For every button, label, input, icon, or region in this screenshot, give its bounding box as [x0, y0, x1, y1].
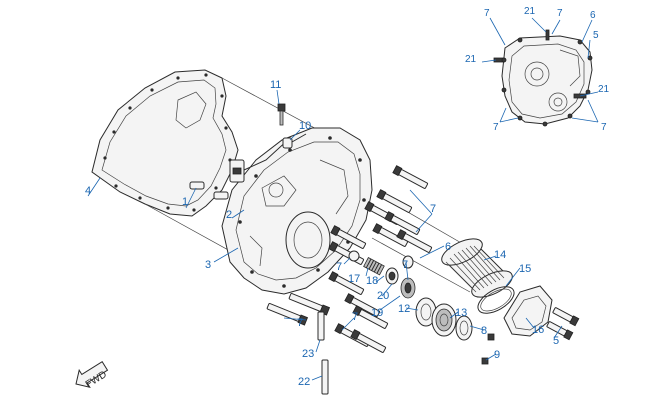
callout-16: 16: [532, 324, 544, 336]
leader-lines: [87, 89, 563, 381]
small-bolts: [481, 333, 495, 365]
inset-leaders: [481, 17, 599, 123]
callout-14: 14: [494, 249, 506, 261]
callout-9: 9: [494, 349, 500, 361]
callout-18: 18: [366, 275, 378, 287]
callout-7-a: 7: [430, 203, 436, 215]
callout-7-b: 7: [336, 261, 342, 273]
callout-5: 5: [553, 335, 559, 347]
callout-5-inset: 5: [593, 30, 599, 41]
callout-labels: 7 21 7 6 5 21 21 7 7 11 10 4 1 2 3 7 6 1…: [85, 6, 610, 388]
callout-23: 23: [302, 348, 314, 360]
callout-12: 12: [398, 303, 410, 315]
callout-13: 13: [455, 307, 467, 319]
cover-bolts-left: [266, 293, 331, 395]
callout-1: 1: [182, 196, 188, 208]
callout-11: 11: [270, 79, 281, 91]
callout-15: 15: [519, 263, 531, 275]
callout-7-inset-d: 7: [601, 122, 607, 133]
callout-10: 10: [299, 120, 311, 132]
callout-7-d: 7: [297, 317, 303, 329]
callout-3: 3: [205, 259, 211, 271]
callout-7-inset-a: 7: [484, 8, 490, 19]
callout-4: 4: [85, 185, 91, 197]
callout-21-inset-b: 21: [465, 54, 477, 65]
callout-6: 6: [445, 241, 451, 253]
callout-6-inset: 6: [590, 10, 596, 21]
callout-7-e: 7: [352, 311, 358, 323]
callout-20: 20: [377, 290, 389, 302]
filter-cover: [503, 285, 580, 341]
sensor-assembly: [189, 137, 291, 200]
callout-21-inset-a: 21: [524, 6, 536, 17]
callout-7-c: 7: [402, 259, 408, 271]
callout-19: 19: [371, 307, 383, 319]
oil-filter: [441, 238, 513, 298]
gasket: [91, 69, 239, 217]
callout-7-inset-b: 7: [557, 8, 563, 19]
callout-7-inset-c: 7: [493, 122, 499, 133]
crankcase-cover: [221, 127, 373, 295]
inset-assembled-cover: [493, 29, 593, 127]
fwd-arrow: [75, 361, 109, 388]
top-bolts: [277, 103, 307, 149]
callout-8: 8: [481, 325, 487, 337]
o-ring: [477, 286, 515, 314]
seals-bearings: [415, 297, 473, 341]
callout-17: 17: [348, 273, 360, 285]
callout-2: 2: [226, 209, 232, 221]
callout-22: 22: [298, 376, 310, 388]
callout-21-inset-c: 21: [598, 84, 610, 95]
